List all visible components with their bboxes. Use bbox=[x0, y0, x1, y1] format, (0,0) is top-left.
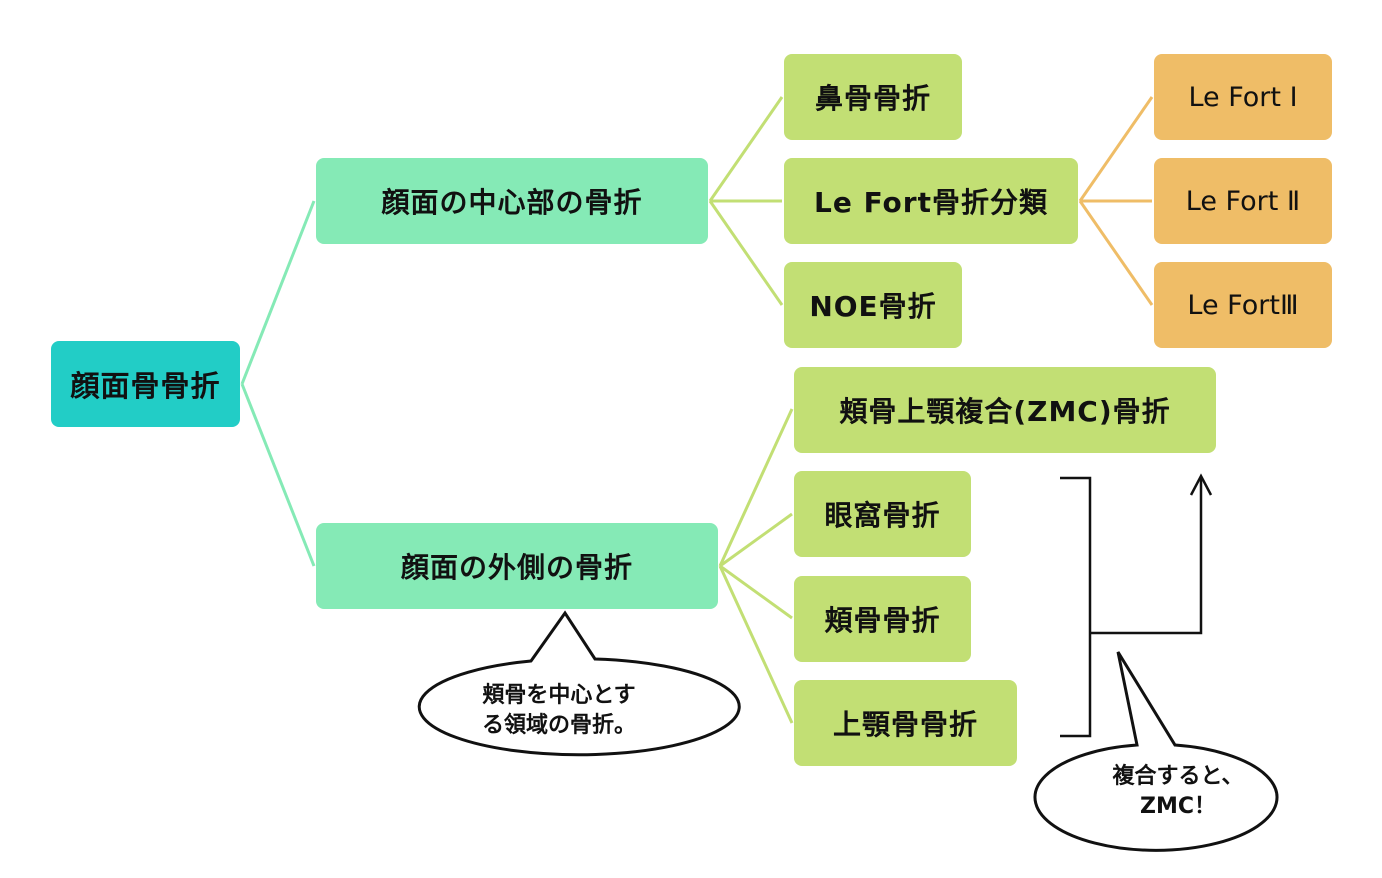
link-lefort-class-to-lefort3 bbox=[1078, 200, 1154, 306]
node-root: 顔面骨骨折 bbox=[51, 341, 240, 427]
node-nasal-fracture: 鼻骨骨折 bbox=[784, 54, 962, 140]
callout-zygoma-region-line2: る領域の骨折。 bbox=[481, 713, 636, 738]
link-lateral-to-maxilla bbox=[718, 565, 794, 724]
node-central-fracture: 顔面の中心部の骨折 bbox=[316, 158, 708, 244]
node-maxilla-fracture: 上顎骨骨折 bbox=[794, 680, 1017, 766]
link-central-to-nasal bbox=[708, 96, 784, 202]
link-lateral-to-zygoma bbox=[719, 564, 793, 620]
link-central-to-noe bbox=[708, 200, 784, 306]
group-bracket bbox=[1060, 476, 1092, 738]
callout-combined-line2: ZMC！ bbox=[1140, 794, 1216, 819]
node-lefort-classification: Le Fort骨折分類 bbox=[784, 158, 1078, 244]
link-lateral-to-orbital bbox=[719, 512, 793, 568]
node-zygoma-fracture: 頬骨骨折 bbox=[794, 576, 971, 662]
node-lefort-1: Le Fort Ⅰ bbox=[1154, 54, 1332, 140]
callout-zygoma-region-line1: 頬骨を中心とす bbox=[482, 683, 636, 708]
node-lateral-fracture: 顔面の外側の骨折 bbox=[316, 523, 718, 609]
link-root-to-lateral bbox=[240, 383, 316, 567]
speech-bubble-combined bbox=[1033, 651, 1279, 852]
link-lefort-class-to-lefort1 bbox=[1078, 96, 1154, 202]
link-root-to-central bbox=[240, 200, 316, 385]
node-lefort-3: Le FortⅢ bbox=[1154, 262, 1332, 348]
node-noe-fracture: NOE骨折 bbox=[784, 262, 962, 348]
merge-arrow-head bbox=[1189, 473, 1213, 496]
node-orbital-fracture: 眼窩骨折 bbox=[794, 471, 971, 557]
callout-combined-line1: 複合すると、 bbox=[1112, 764, 1244, 789]
speech-bubble-zygoma-region bbox=[417, 610, 741, 757]
callout-combined-text: 複合すると、 ZMC！ bbox=[1070, 762, 1286, 822]
node-lefort-2: Le Fort Ⅱ bbox=[1154, 158, 1332, 244]
callout-zygoma-region-text: 頬骨を中心とす る領域の骨折。 bbox=[412, 681, 706, 741]
link-lateral-to-zmc bbox=[718, 408, 794, 567]
node-zmc-fracture: 頬骨上顎複合(ZMC)骨折 bbox=[794, 367, 1216, 453]
merge-arrow-line bbox=[1090, 478, 1203, 635]
